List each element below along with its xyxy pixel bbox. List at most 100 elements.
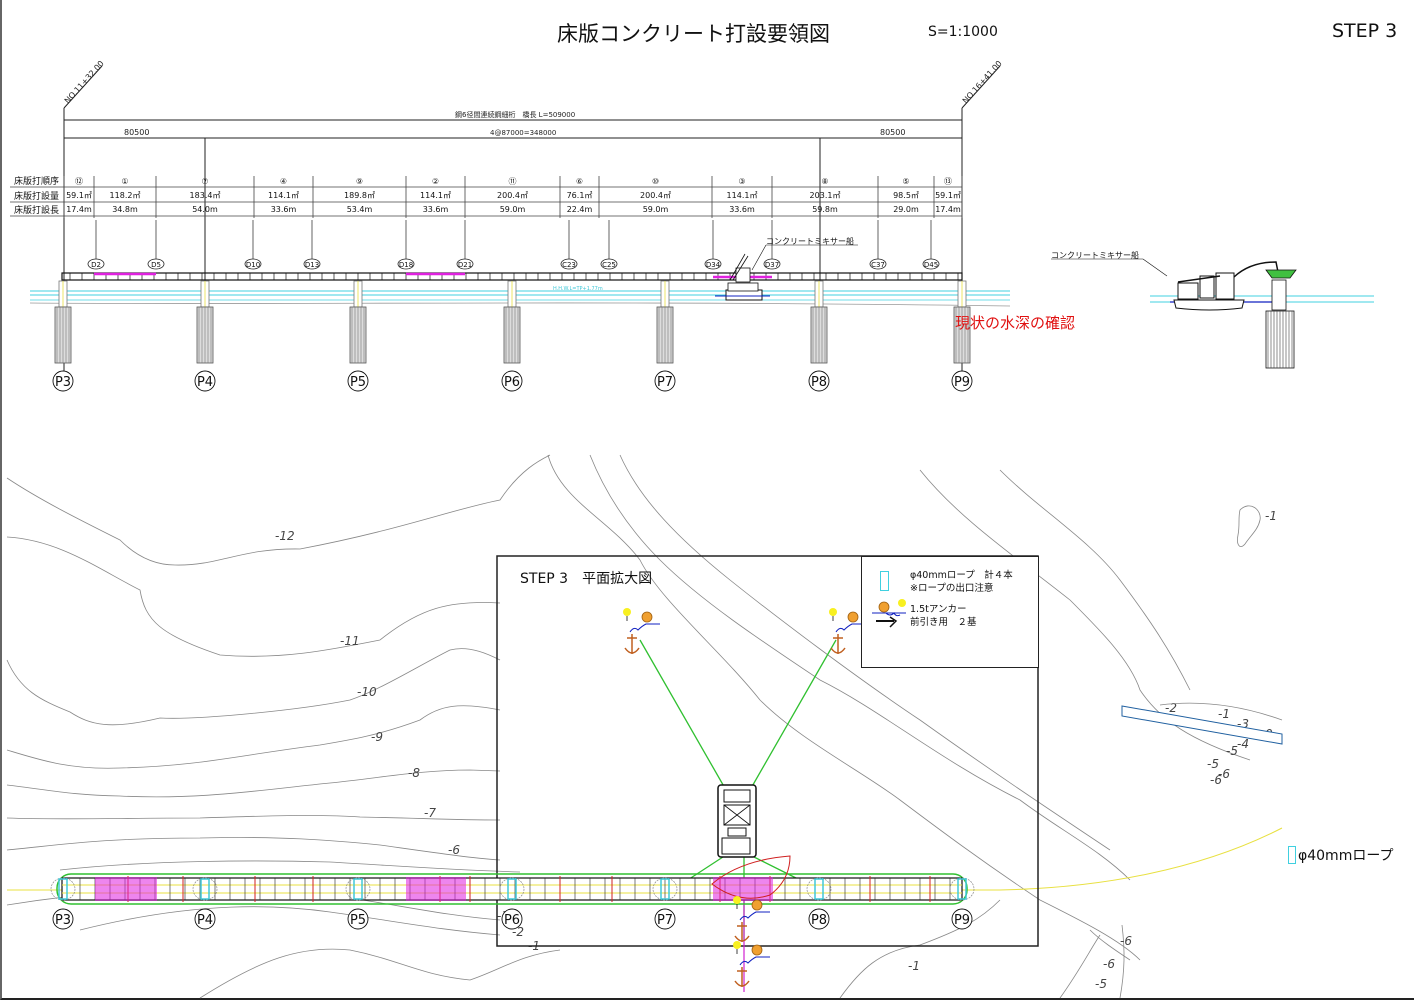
rope-icon [739, 911, 770, 921]
contour-label: -6 [1103, 957, 1115, 971]
contour-label: -7 [424, 806, 436, 820]
marker-badge [763, 258, 781, 270]
pier-footprint [499, 877, 525, 901]
pier-badge [194, 370, 216, 392]
segment-length: 54.0m [192, 205, 218, 214]
marker-badge [87, 258, 105, 270]
marker-badge [869, 258, 887, 270]
plan-pier-badge [951, 908, 973, 930]
pier-label: P8 [811, 375, 827, 390]
legend-anchor-line2: 前引き用 ２基 [910, 617, 977, 628]
pier-label: P4 [197, 375, 213, 390]
marker-label: D45 [924, 261, 938, 269]
marker-label: D37 [765, 261, 779, 269]
marker-badge [244, 258, 262, 270]
pier-footprint [50, 877, 76, 901]
contour-label: -10 [357, 685, 377, 699]
plan-pier-label: P8 [811, 913, 827, 928]
segment-volume: 200.4㎡ [640, 191, 671, 200]
segment-length: 33.6m [423, 205, 449, 214]
marker-label: D10 [246, 261, 260, 269]
contour-label: -6 [1218, 767, 1230, 781]
segment-volume: 189.8㎡ [344, 191, 375, 200]
marker-label: D13 [305, 261, 319, 269]
step-label: STEP 3 [1332, 20, 1398, 42]
pier-footprint [806, 877, 832, 901]
marker-label: D21 [458, 261, 472, 269]
contour-label: -9 [371, 730, 383, 744]
marker-label: D5 [151, 261, 161, 269]
segment-length: 22.4m [567, 205, 593, 214]
rope-marker [660, 878, 670, 900]
pier-label: P9 [954, 375, 970, 390]
rope-marker [58, 878, 68, 900]
enlarged-frame [496, 555, 1039, 947]
pier-label: P5 [350, 375, 366, 390]
plan-pier-label: P3 [55, 913, 71, 928]
segment-volume: 59.1㎡ [935, 191, 961, 200]
rope-marker [200, 878, 210, 900]
segment-volume: 114.1㎡ [727, 191, 758, 200]
marker-badge [704, 258, 722, 270]
seabed-line [29, 302, 1011, 307]
segment-length: 59.0m [643, 205, 669, 214]
segment-order: ⑫ [75, 177, 83, 186]
contour-label: -5 [1226, 744, 1238, 758]
plan-pier-badge [501, 908, 523, 930]
pier-pile [349, 306, 367, 364]
contour-label: -8 [408, 766, 420, 780]
anchor-icon [830, 634, 846, 654]
segment-order: ⑧ [821, 177, 828, 186]
plan-pier-badge [347, 908, 369, 930]
bridge-plan [56, 855, 968, 905]
rope-icon [739, 956, 770, 966]
segment-length: 17.4m [66, 205, 92, 214]
marker-label: C25 [602, 261, 616, 269]
contour-label: -6 [1210, 773, 1222, 787]
pier-pile [656, 306, 674, 364]
contour-label: -6 [1120, 934, 1132, 948]
marker-badge [922, 258, 940, 270]
jetty [1121, 702, 1283, 745]
marker-label: C23 [562, 261, 576, 269]
enlarged-title: STEP 3 平面拡大図 [520, 571, 652, 587]
contour-label: -4 [1237, 737, 1249, 751]
rope-marker [353, 878, 363, 900]
segment-volume: 200.4㎡ [497, 191, 528, 200]
rope-icon [629, 623, 660, 633]
pour-area [95, 877, 157, 901]
plan-pier-badge [52, 908, 74, 930]
segment-volume: 203.1㎡ [810, 191, 841, 200]
plan-pier-label: P9 [954, 913, 970, 928]
segment-volume: 118.2㎡ [110, 191, 141, 200]
segment-length: 33.6m [271, 205, 297, 214]
lamp-icon [733, 896, 741, 909]
anchor-icon [734, 967, 750, 987]
pier-footprint [345, 877, 371, 901]
segment-order: ⑥ [576, 177, 583, 186]
pier-label: P6 [504, 375, 520, 390]
buoy-icon [641, 611, 653, 623]
pier-footprint [652, 877, 678, 901]
marker-label: D2 [91, 261, 101, 269]
buoy-icon [751, 899, 763, 911]
row-header-volume: 床版打設量 [14, 190, 59, 202]
contour-label: -1 [908, 959, 920, 973]
side-mixer-label: コンクリートミキサー船 [1051, 250, 1139, 260]
segment-order: ⑬ [944, 177, 952, 186]
legend-rope-line2: ※ロープの出口注意 [910, 583, 994, 594]
plan-pier-badge [808, 908, 830, 930]
contour-label: -1 [1265, 509, 1277, 523]
marker-label: C37 [871, 261, 885, 269]
marker-badge [303, 258, 321, 270]
segment-volume: 76.1㎡ [567, 191, 593, 200]
marker-label: D34 [706, 261, 721, 269]
pier-badge [501, 370, 523, 392]
anchor-buoy-icon [872, 599, 906, 628]
pour-area [406, 877, 466, 901]
rope-marker-icon [1288, 846, 1296, 864]
contour-label: -12 [275, 529, 295, 543]
plan-pier-label: P4 [197, 913, 213, 928]
contour-label: -2 [1165, 701, 1177, 715]
